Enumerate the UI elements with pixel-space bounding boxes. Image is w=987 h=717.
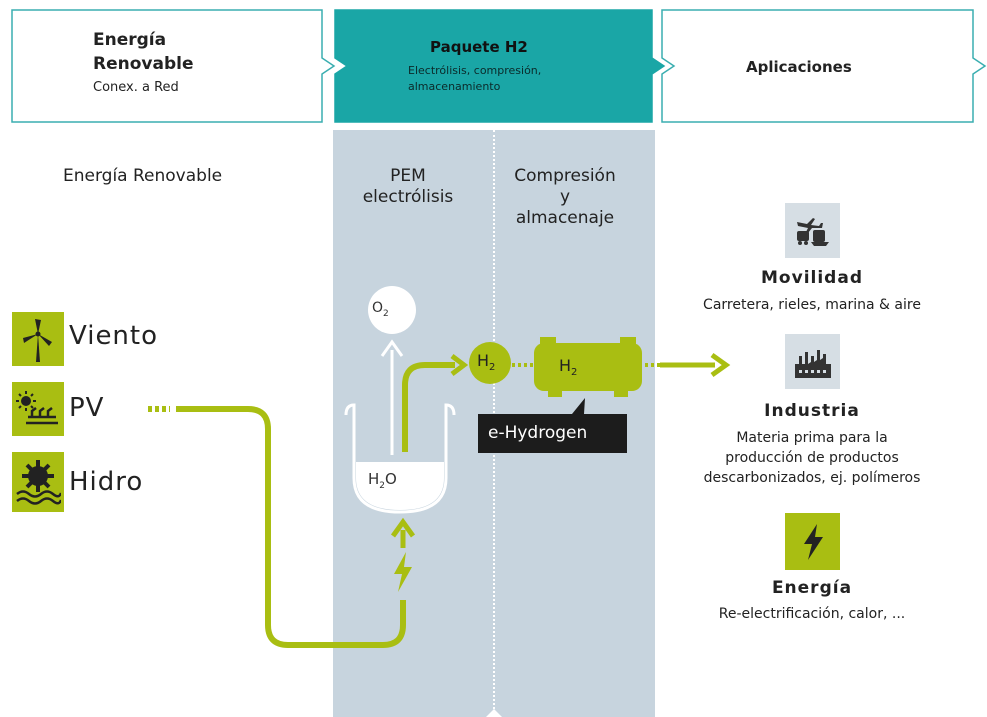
h2o-label: H2O [368,470,397,491]
power-line [176,406,406,648]
hydro-icon [12,452,64,512]
app-desc-industry-3: descarbonizados, ej. polímeros [703,470,921,486]
wind-turbine-icon [12,312,64,366]
app-title-mobility: Movilidad [761,268,863,288]
h2-line [402,362,455,452]
header-h2-title: Paquete H2 [430,38,528,56]
source-label-pv: PV [69,393,105,423]
header-h2-sub1: Electrólisis, compresión, [408,64,542,77]
header-flow [11,9,987,123]
app-desc-industry-2: producción de productos [725,450,899,466]
header-box-applications [661,9,987,123]
left-heading: Energía Renovable [63,166,223,186]
factory-icon [785,334,840,389]
header-box-renewable [11,9,336,123]
app-title-industry: Industria [764,401,860,421]
lightning-icon [394,552,412,592]
ehydrogen-callout [478,398,627,453]
app-title-energy: Energía [771,578,853,598]
app-desc-industry-1: Materia prima para la [736,430,888,446]
o2-label: O2 [372,300,389,319]
comp-label-2: y [559,187,571,207]
comp-label-1: Compresión [514,166,616,186]
o2-circle [368,286,416,334]
header-applications-title: Aplicaciones [746,58,852,76]
source-label-wind: Viento [69,321,159,351]
header-renewable-subtitle: Conex. a Red [93,80,179,95]
source-label-hydro: Hidro [69,467,144,497]
beaker-water [356,462,444,510]
ehydrogen-label: e-Hydrogen [488,423,588,443]
header-renewable-title2: Renovable [93,54,194,74]
h2-circle-label: H2 [477,351,496,374]
header-box-h2-package [334,9,666,123]
app-desc-energy: Re-electrificación, calor, ... [718,606,906,622]
beaker-outline [344,403,456,514]
h2-tank-label: H2 [559,356,578,379]
header-h2-sub2: almacenamiento [408,80,501,93]
mobility-icon [785,203,840,258]
energy-lightning-icon [785,513,840,570]
header-renewable-title1: Energía [93,30,167,50]
h2-circle [469,342,511,384]
pem-label-1: PEM [390,166,426,186]
comp-label-3: almacenaje [515,208,615,228]
solar-pv-icon [12,382,64,436]
pem-label-2: electrólisis [362,187,454,207]
app-desc-mobility: Carretera, rieles, marina & aire [703,297,921,313]
h2-tank [534,343,642,391]
